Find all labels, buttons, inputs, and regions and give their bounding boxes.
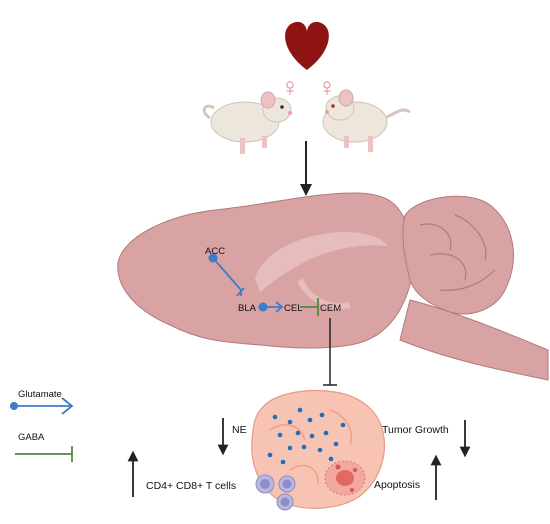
legend-gaba-label: GABA bbox=[18, 432, 45, 443]
label-apoptosis: Apoptosis bbox=[374, 479, 420, 491]
label-ne: NE bbox=[232, 424, 247, 436]
tumor-illustration bbox=[251, 389, 386, 511]
label-cem: CEM bbox=[320, 303, 341, 314]
legend-glutamate-label: Glutamate bbox=[18, 389, 62, 400]
bla-terminal bbox=[236, 287, 245, 297]
mouse-left-icon bbox=[202, 91, 292, 154]
bla-node bbox=[258, 302, 268, 312]
acc-node bbox=[208, 253, 218, 263]
glutamate-projection-acc-bla bbox=[212, 257, 242, 291]
mouse-right-icon bbox=[322, 89, 411, 152]
legend: Glutamate GABA bbox=[10, 389, 74, 462]
female-symbol-right: ♀ bbox=[317, 72, 337, 102]
female-symbol-left: ♀ bbox=[280, 72, 300, 102]
label-t-cells: CD4+ CD8+ T cells bbox=[146, 480, 236, 492]
label-acc: ACC bbox=[205, 246, 225, 257]
label-tumor-growth: Tumor Growth bbox=[382, 424, 449, 436]
label-bla: BLA bbox=[238, 303, 257, 314]
label-cel: CEL bbox=[284, 303, 302, 314]
heart-icon bbox=[285, 21, 329, 70]
brain-illustration bbox=[117, 192, 549, 381]
